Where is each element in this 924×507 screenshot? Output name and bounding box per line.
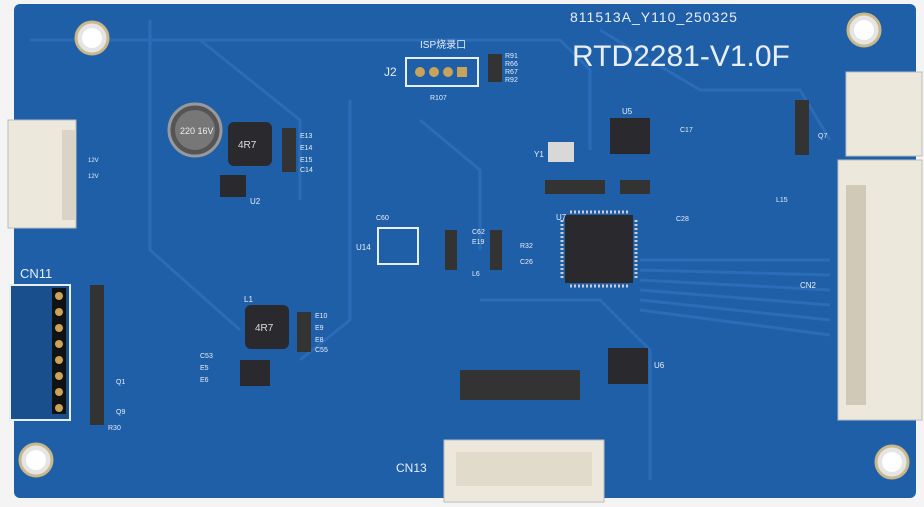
u5-ic [610, 118, 650, 154]
label-e5: E5 [200, 365, 209, 372]
label-u14: U14 [356, 243, 371, 252]
electrolytic-capacitor [167, 102, 223, 158]
label-c55: C55 [315, 347, 328, 354]
label-12v-b: 12V [88, 174, 99, 180]
label-l15: L15 [776, 197, 788, 204]
label-cn11: CN11 [20, 266, 52, 281]
label-q7: Q7 [818, 133, 827, 140]
label-e19: E19 [472, 239, 485, 246]
label-e15: E15 [300, 157, 313, 164]
label-c60: C60 [376, 215, 389, 222]
cn13-connector [443, 439, 605, 503]
label-u5: U5 [622, 107, 633, 116]
label-c17: C17 [680, 127, 693, 134]
smd-resistors [90, 54, 809, 425]
label-c14: C14 [300, 167, 313, 174]
label-cap: 220 16V [180, 126, 214, 136]
label-12v-a: 12V [88, 158, 99, 164]
u2-ic [220, 175, 246, 197]
label-cn13: CN13 [396, 461, 427, 475]
u-small-ic [240, 360, 270, 386]
serial-text: 811513A_Y110_250325 [570, 9, 738, 25]
u7-pins [560, 210, 638, 288]
label-e9: E9 [315, 325, 324, 332]
label-e8: E8 [315, 337, 324, 344]
label-j2: J2 [384, 65, 397, 79]
cn11-connector [9, 284, 71, 421]
label-cn2: CN2 [800, 281, 817, 290]
isp-label: ISP烧录口 [420, 38, 466, 51]
j2-header [405, 57, 479, 87]
label-r32: R32 [520, 243, 533, 250]
label-c53: C53 [200, 353, 213, 360]
label-q1: Q1 [116, 379, 125, 386]
copper-traces [30, 20, 832, 480]
label-c62: C62 [472, 229, 485, 236]
label-l6: L6 [472, 271, 480, 278]
model-text: RTD2281-V1.0F [572, 40, 790, 73]
label-u6: U6 [654, 361, 665, 370]
label-u7: U7 [556, 213, 567, 222]
u6-ic [608, 348, 648, 384]
u7-main-ic [565, 215, 633, 283]
label-ind-bot: 4R7 [255, 323, 274, 334]
power-connector [7, 119, 77, 229]
label-r92: R92 [505, 77, 518, 84]
inductor-top [228, 122, 272, 166]
label-r91: R91 [505, 53, 518, 60]
label-e13: E13 [300, 133, 313, 140]
label-r66: R66 [505, 61, 518, 68]
top-right-connector [845, 71, 923, 157]
y1-crystal [548, 142, 574, 162]
label-c26: C26 [520, 259, 533, 266]
label-e14: E14 [300, 145, 313, 152]
cn2-connector [837, 159, 923, 421]
u14-footprint [377, 227, 419, 265]
label-q9: Q9 [116, 409, 125, 416]
label-ind-top: 4R7 [238, 140, 257, 151]
inductor-l1 [245, 305, 289, 349]
label-c28: C28 [676, 216, 689, 223]
label-y1: Y1 [534, 150, 544, 159]
label-r67: R67 [505, 69, 518, 76]
label-e6: E6 [200, 377, 209, 384]
label-u2: U2 [250, 197, 261, 206]
label-r30: R30 [108, 425, 121, 432]
label-e10: E10 [315, 313, 328, 320]
mounting-holes [18, 12, 910, 480]
label-l1: L1 [244, 295, 253, 304]
label-r107: R107 [430, 95, 447, 102]
